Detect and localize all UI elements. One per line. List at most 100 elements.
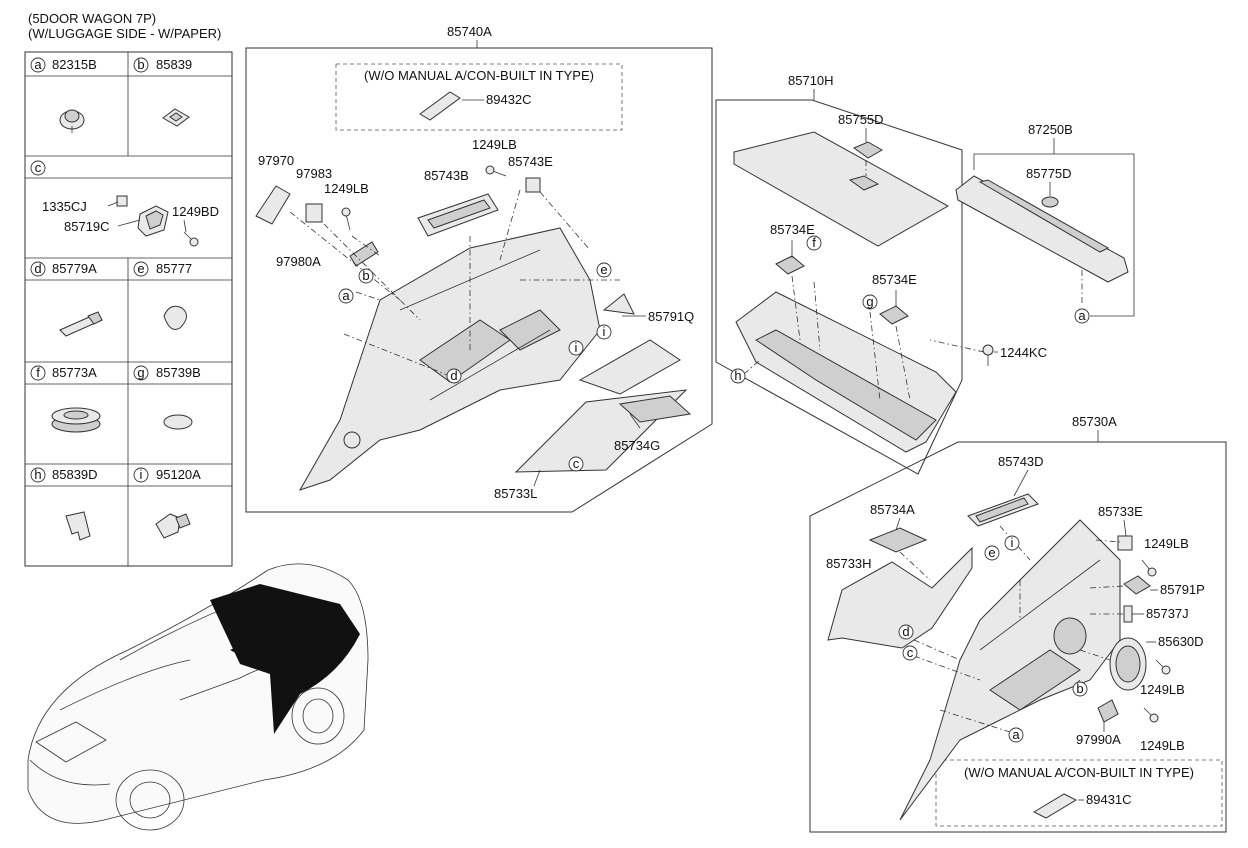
part-85743b[interactable]: 85743B [424,168,469,183]
legend-cell-g[interactable]: g 85739B [133,365,201,381]
assembly-code-85730a[interactable]: 85730A [1072,414,1117,429]
legend-c-part-1249bd: 1249BD [172,204,219,219]
svg-text:c: c [907,645,914,660]
svg-text:h: h [734,368,741,383]
part-85743d[interactable]: 85743D [998,454,1044,469]
legend-c-part-85719c: 85719C [64,219,110,234]
left-callout-d[interactable]: d [446,368,462,384]
part-85734g[interactable]: 85734G [614,438,660,453]
part-1249lb-right-b[interactable]: 1249LB [1140,682,1185,697]
clip-85743e-icon [525,177,541,193]
center-callout-f[interactable]: f [806,235,822,251]
assembly-code-85710h[interactable]: 85710H [788,73,834,88]
part-1249lb-left-b[interactable]: 1249LB [472,137,517,152]
legend-cell-f[interactable]: f 85773A [30,365,97,381]
svg-text:85839D: 85839D [52,467,98,482]
svg-text:a: a [1012,727,1020,742]
svg-text:d: d [34,261,41,276]
right-top-callout-a[interactable]: a [1074,308,1090,324]
part-97983[interactable]: 97983 [296,166,332,181]
part-85733l[interactable]: 85733L [494,486,537,501]
svg-text:85839: 85839 [156,57,192,72]
part-85630d[interactable]: 85630D [1158,634,1204,649]
part-85737j[interactable]: 85737J [1146,606,1189,621]
header-line-1: (5DOOR WAGON 7P) [28,11,157,26]
svg-text:b: b [362,268,369,283]
plug-85739b-icon [163,414,193,430]
right-callout-a[interactable]: a [1008,727,1024,743]
left-callout-c[interactable]: c [568,456,584,472]
cover-85734a-icon [868,527,928,553]
legend-cell-c[interactable]: c [30,160,46,176]
svg-text:85739B: 85739B [156,365,201,380]
part-85755d[interactable]: 85755D [838,112,884,127]
legend-cell-h[interactable]: h 85839D [30,467,98,483]
part-89431c[interactable]: 89431C [1086,792,1132,807]
right-note-box [935,759,1223,827]
part-97970[interactable]: 97970 [258,153,294,168]
left-assembly-frame [245,47,713,513]
assembly-code-87250b[interactable]: 87250B [1028,122,1073,137]
tray-85710h-box [735,291,957,453]
part-85775d[interactable]: 85775D [1026,166,1072,181]
center-callout-g[interactable]: g [862,294,878,310]
legend-cell-d[interactable]: d 85779A [30,261,97,277]
part-85733h[interactable]: 85733H [826,556,872,571]
left-callout-i-1[interactable]: i [596,324,612,340]
part-97980a[interactable]: 97980A [276,254,321,269]
legend-cell-i[interactable]: i 95120A [133,467,201,483]
clip-97983-icon [305,203,323,223]
diagram-header: (5DOOR WAGON 7P) (W/LUGGAGE SIDE - W/PAP… [28,11,221,41]
right-callout-d[interactable]: d [898,624,914,640]
clip-85737j-icon [1123,605,1133,623]
vent-97990a-icon [1097,699,1119,723]
part-85733e[interactable]: 85733E [1098,504,1143,519]
svg-text:95120A: 95120A [156,467,201,482]
left-callout-b[interactable]: b [358,268,374,284]
hook-85791q-icon [602,293,635,315]
part-89432c[interactable]: 89432C [486,92,532,107]
part-85734e-right[interactable]: 85734E [872,272,917,287]
part-97990a[interactable]: 97990A [1076,732,1121,747]
legend-grid [24,51,233,567]
center-callout-h[interactable]: h [730,368,746,384]
center-assembly-frame [715,99,963,475]
pad-85734e-left-icon [775,255,805,275]
legend-cell-a[interactable]: a 82315B [30,57,97,73]
right-assembly-frame [809,441,1227,833]
svg-text:b: b [1076,681,1083,696]
garnish-87250b-panel [955,175,1129,283]
tray-85743b-icon [417,193,499,237]
part-85743e[interactable]: 85743E [508,154,553,169]
svg-text:d: d [450,368,457,383]
part-1249lb-left-a[interactable]: 1249LB [324,181,369,196]
right-callout-b[interactable]: b [1072,681,1088,697]
right-callout-c[interactable]: c [902,645,918,661]
part-1249lb-right-c[interactable]: 1249LB [1140,738,1185,753]
svg-text:i: i [603,324,606,339]
legend-cell-e[interactable]: e 85777 [133,261,192,277]
part-1244kc[interactable]: 1244KC [1000,345,1047,360]
part-85734a[interactable]: 85734A [870,502,915,517]
left-callout-a[interactable]: a [338,288,354,304]
tray-85743d-icon [967,493,1039,527]
svg-text:f: f [812,235,816,250]
left-callout-i-2[interactable]: i [568,340,584,356]
svg-text:f: f [36,365,40,380]
legend-cell-b[interactable]: b 85839 [133,57,192,73]
right-note-text: (W/O MANUAL A/CON-BUILT IN TYPE) [964,765,1194,780]
part-1249lb-right-a[interactable]: 1249LB [1144,536,1189,551]
svg-text:a: a [1078,308,1086,323]
part-85791q[interactable]: 85791Q [648,309,694,324]
part-85734e-left[interactable]: 85734E [770,222,815,237]
trim-85733l-panel [298,227,601,491]
hook-85777-icon [163,305,187,330]
left-callout-e[interactable]: e [596,262,612,278]
hook-85791p-icon [1123,575,1151,595]
part-85791p[interactable]: 85791P [1160,582,1205,597]
cap-85775d-icon [1041,196,1059,208]
assembly-code-85740a[interactable]: 85740A [447,24,492,39]
svg-text:85779A: 85779A [52,261,97,276]
right-callout-i[interactable]: i [1004,535,1020,551]
right-callout-e[interactable]: e [984,545,1000,561]
